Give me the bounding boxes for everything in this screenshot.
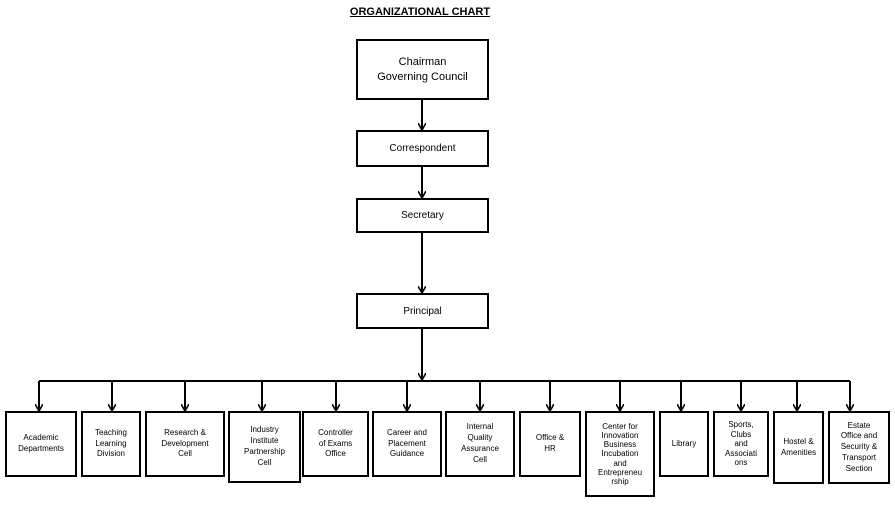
department-box-industry-institute: Industry Institute Partnership Cell [228, 411, 301, 483]
department-box-estate-office: Estate Office and Security & Transport S… [828, 411, 890, 484]
department-box-innovation-center: Center for Innovation Business Incubatio… [585, 411, 655, 497]
department-box-career-placement: Career and Placement Guidance [372, 411, 442, 477]
department-box-academic: Academic Departments [5, 411, 77, 477]
department-box-sports-clubs: Sports, Clubs and Associati ons [713, 411, 769, 477]
department-drop-lines [39, 381, 850, 410]
department-box-controller-exams: Controller of Exams Office [302, 411, 369, 477]
department-box-internal-quality: Internal Quality Assurance Cell [445, 411, 515, 477]
department-box-library: Library [659, 411, 709, 477]
secretary-box: Secretary [356, 198, 489, 233]
chairman-box: Chairman Governing Council [356, 39, 489, 100]
correspondent-box: Correspondent [356, 130, 489, 167]
department-box-hostel-amenities: Hostel & Amenities [773, 411, 824, 484]
department-box-office-hr: Office & HR [519, 411, 581, 477]
chart-title: ORGANIZATIONAL CHART [349, 6, 491, 18]
department-box-teaching-learning: Teaching Learning Division [81, 411, 141, 477]
principal-box: Principal [356, 293, 489, 329]
department-box-research-development: Research & Development Cell [145, 411, 225, 477]
